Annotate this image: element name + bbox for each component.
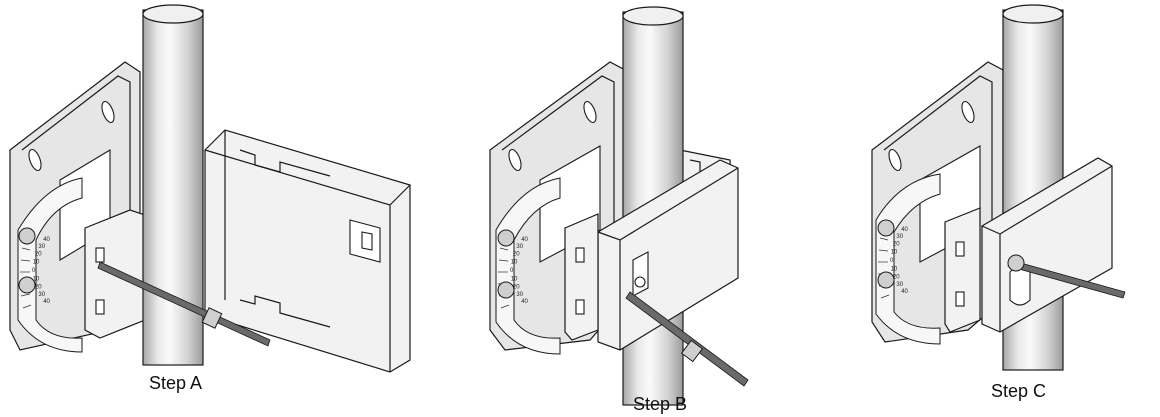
step-a-upper-bolt — [18, 227, 36, 245]
scale-numeral: 30 — [38, 292, 45, 298]
step-c-keyhole-slot — [961, 100, 975, 124]
scale-numeral: 20 — [513, 252, 520, 258]
scale-numeral: 20 — [35, 252, 42, 258]
step-c-bracket-assembly — [871, 4, 1126, 371]
scale-numeral: 20 — [893, 242, 900, 248]
scale-numeral: 10 — [891, 266, 898, 272]
step-b-keyhole-slot — [583, 100, 597, 124]
scale-numeral: 30 — [896, 234, 903, 240]
step-b-threaded-rod — [625, 291, 749, 387]
step-c-label: Step C — [991, 381, 1047, 401]
step-a-angle-scale — [17, 177, 83, 353]
step-b-rod-nut — [680, 339, 704, 363]
step-a-keyhole-slot — [101, 100, 115, 124]
scale-numeral: 20 — [893, 274, 900, 280]
scale-numeral: 10 — [891, 250, 898, 256]
scale-numeral: 10 — [33, 276, 40, 282]
scale-numeral: 40 — [901, 289, 908, 295]
step-c-rod-nut — [1007, 254, 1025, 272]
scale-numeral: 40 — [521, 299, 528, 305]
scale-numeral: 20 — [35, 284, 42, 290]
scale-numeral: 0 — [510, 268, 514, 274]
step-c-upper-bolt — [877, 219, 895, 237]
scale-numeral: 10 — [511, 276, 518, 282]
scale-numeral: 40 — [901, 227, 908, 233]
step-c-angle-scale — [875, 173, 941, 345]
scale-numeral: 20 — [513, 284, 520, 290]
step-b-upper-bolt — [497, 229, 515, 247]
scale-numeral: 30 — [896, 282, 903, 288]
scale-numeral: 10 — [33, 260, 40, 266]
step-b-label: Step B — [633, 394, 688, 414]
scale-numeral: 10 — [511, 260, 518, 266]
step-c-lower-bolt — [877, 271, 895, 289]
step-a-label: Step A — [149, 373, 203, 393]
scale-numeral: 40 — [521, 237, 528, 243]
step-a-rod-nut — [201, 307, 223, 329]
step-a-lower-bolt — [18, 276, 36, 294]
step-b-bracket-assembly — [489, 6, 749, 406]
scale-numeral: 30 — [516, 244, 523, 250]
scale-numeral: 0 — [32, 268, 36, 274]
step-b-lower-bolt — [497, 281, 515, 299]
scale-numeral: 30 — [38, 244, 45, 250]
scale-numeral: 40 — [43, 237, 50, 243]
step-c-front-slot — [1009, 266, 1031, 306]
scale-numeral: 0 — [890, 258, 894, 264]
step-a-bracket-assembly — [9, 4, 411, 373]
scale-numeral: 40 — [43, 299, 50, 305]
step-b-front-slot — [632, 251, 649, 297]
scale-numeral: 30 — [516, 292, 523, 298]
